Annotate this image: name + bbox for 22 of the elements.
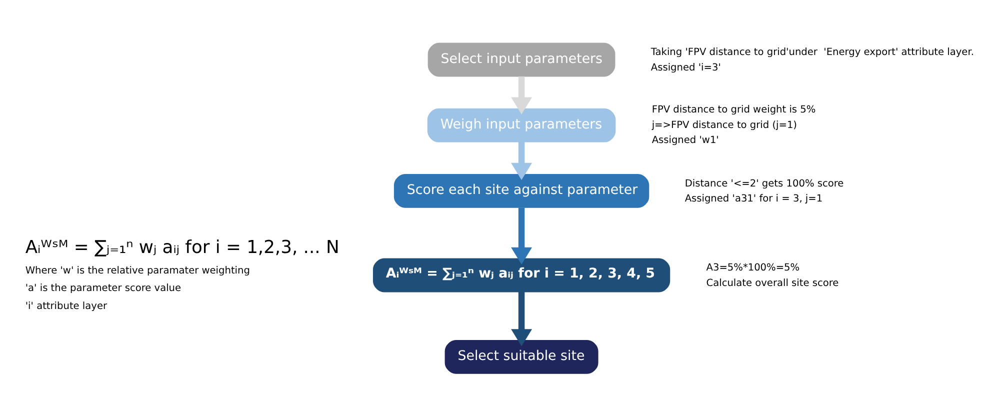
node-label: FPV distance to grid weight is 5% xyxy=(652,104,816,116)
arrow xyxy=(511,142,532,180)
node-box: Weigh input parameters xyxy=(427,108,616,142)
node-label: j=>FPV distance to grid (j=1) xyxy=(652,119,798,130)
node-label: Taking 'FPV distance to grid'under 'Energy export' attribute layer. xyxy=(650,46,974,58)
node-label: Assigned 'w1' xyxy=(652,134,719,146)
node-label: Distance '<=2' gets 100% score xyxy=(684,178,844,189)
node-box: Select input parameters xyxy=(428,42,616,76)
node-box: Select suitable site xyxy=(444,339,598,374)
label: Where 'w' is the relative paramater weighting xyxy=(25,264,250,276)
node-box: Aᵢᵂˢᴹ = ∑ⱼ₌₁ⁿ wⱼ aᵢⱼ for i = 1, 2, 3, 4, 5 xyxy=(372,258,670,292)
label: 'a' is the parameter score value xyxy=(25,282,182,294)
node-label: Assigned 'i=3' xyxy=(650,62,721,73)
arrow xyxy=(511,291,532,346)
arrow xyxy=(511,207,532,264)
node-label: Calculate overall site score xyxy=(706,277,839,288)
node-box: Score each site against parameter xyxy=(394,173,650,208)
node-label: A3=5%*100%=5% xyxy=(706,262,800,274)
arrow xyxy=(511,76,532,114)
label: Aᵢᵂˢᴹ = ∑ⱼ₌₁ⁿ wⱼ aᵢⱼ for i = 1,2,3, ... N xyxy=(25,236,340,258)
label: 'i' attribute layer xyxy=(25,300,108,312)
node-label: Assigned 'a31' for i = 3, j=1 xyxy=(684,192,823,204)
